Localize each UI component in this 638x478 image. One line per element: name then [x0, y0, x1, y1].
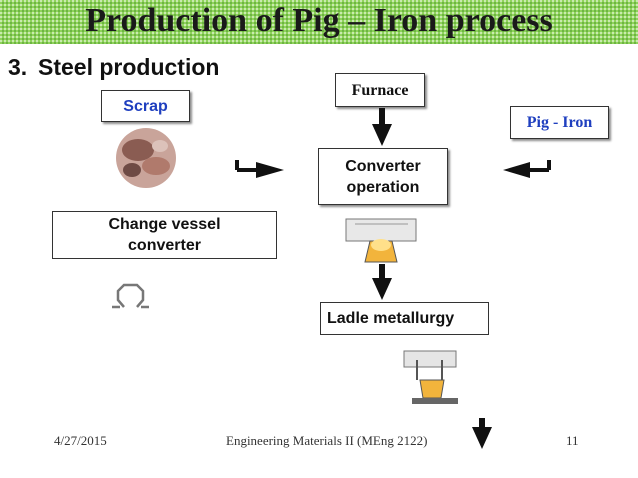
- scrap-label: Scrap: [123, 97, 168, 115]
- furnace-box: Furnace: [335, 73, 425, 107]
- ladle-metallurgy-image: [403, 350, 458, 404]
- arrow-scrap-to-converter: [235, 160, 284, 178]
- scrap-image: [116, 128, 176, 188]
- arrow-ladle-output: [472, 418, 492, 449]
- converter-label-line2: operation: [346, 178, 420, 196]
- scrap-box: Scrap: [101, 90, 190, 122]
- change-vessel-label-line2: converter: [128, 237, 201, 254]
- converter-vessel-image: [345, 218, 417, 263]
- change-vessel-box: Change vessel converter: [52, 211, 277, 259]
- section-heading-text: Steel production: [38, 54, 220, 80]
- section-number: 3.: [8, 54, 28, 80]
- pig-iron-box: Pig - Iron: [510, 106, 609, 139]
- converter-label-line1: Converter: [345, 157, 421, 175]
- footer-date: 4/27/2015: [54, 433, 107, 448]
- arrow-furnace-to-converter: [372, 108, 392, 146]
- arrow-converter-to-ladle: [372, 264, 392, 300]
- title-bar: [0, 0, 638, 44]
- footer-page-number: 11: [566, 433, 579, 448]
- section-heading: 3. Steel production: [8, 54, 219, 81]
- ladle-box: Ladle metallurgy: [320, 302, 489, 335]
- change-vessel-icon: [112, 283, 149, 309]
- ladle-label: Ladle metallurgy: [327, 310, 455, 327]
- furnace-label: Furnace: [351, 81, 409, 99]
- converter-box: Converter operation: [318, 148, 448, 205]
- slide-title: Production of Pig – Iron process: [85, 2, 553, 39]
- change-vessel-label-line1: Change vessel: [108, 216, 221, 233]
- arrow-pig-iron-to-converter: [503, 160, 551, 178]
- footer-course: Engineering Materials II (MEng 2122): [226, 433, 428, 448]
- pig-iron-label: Pig - Iron: [526, 114, 593, 131]
